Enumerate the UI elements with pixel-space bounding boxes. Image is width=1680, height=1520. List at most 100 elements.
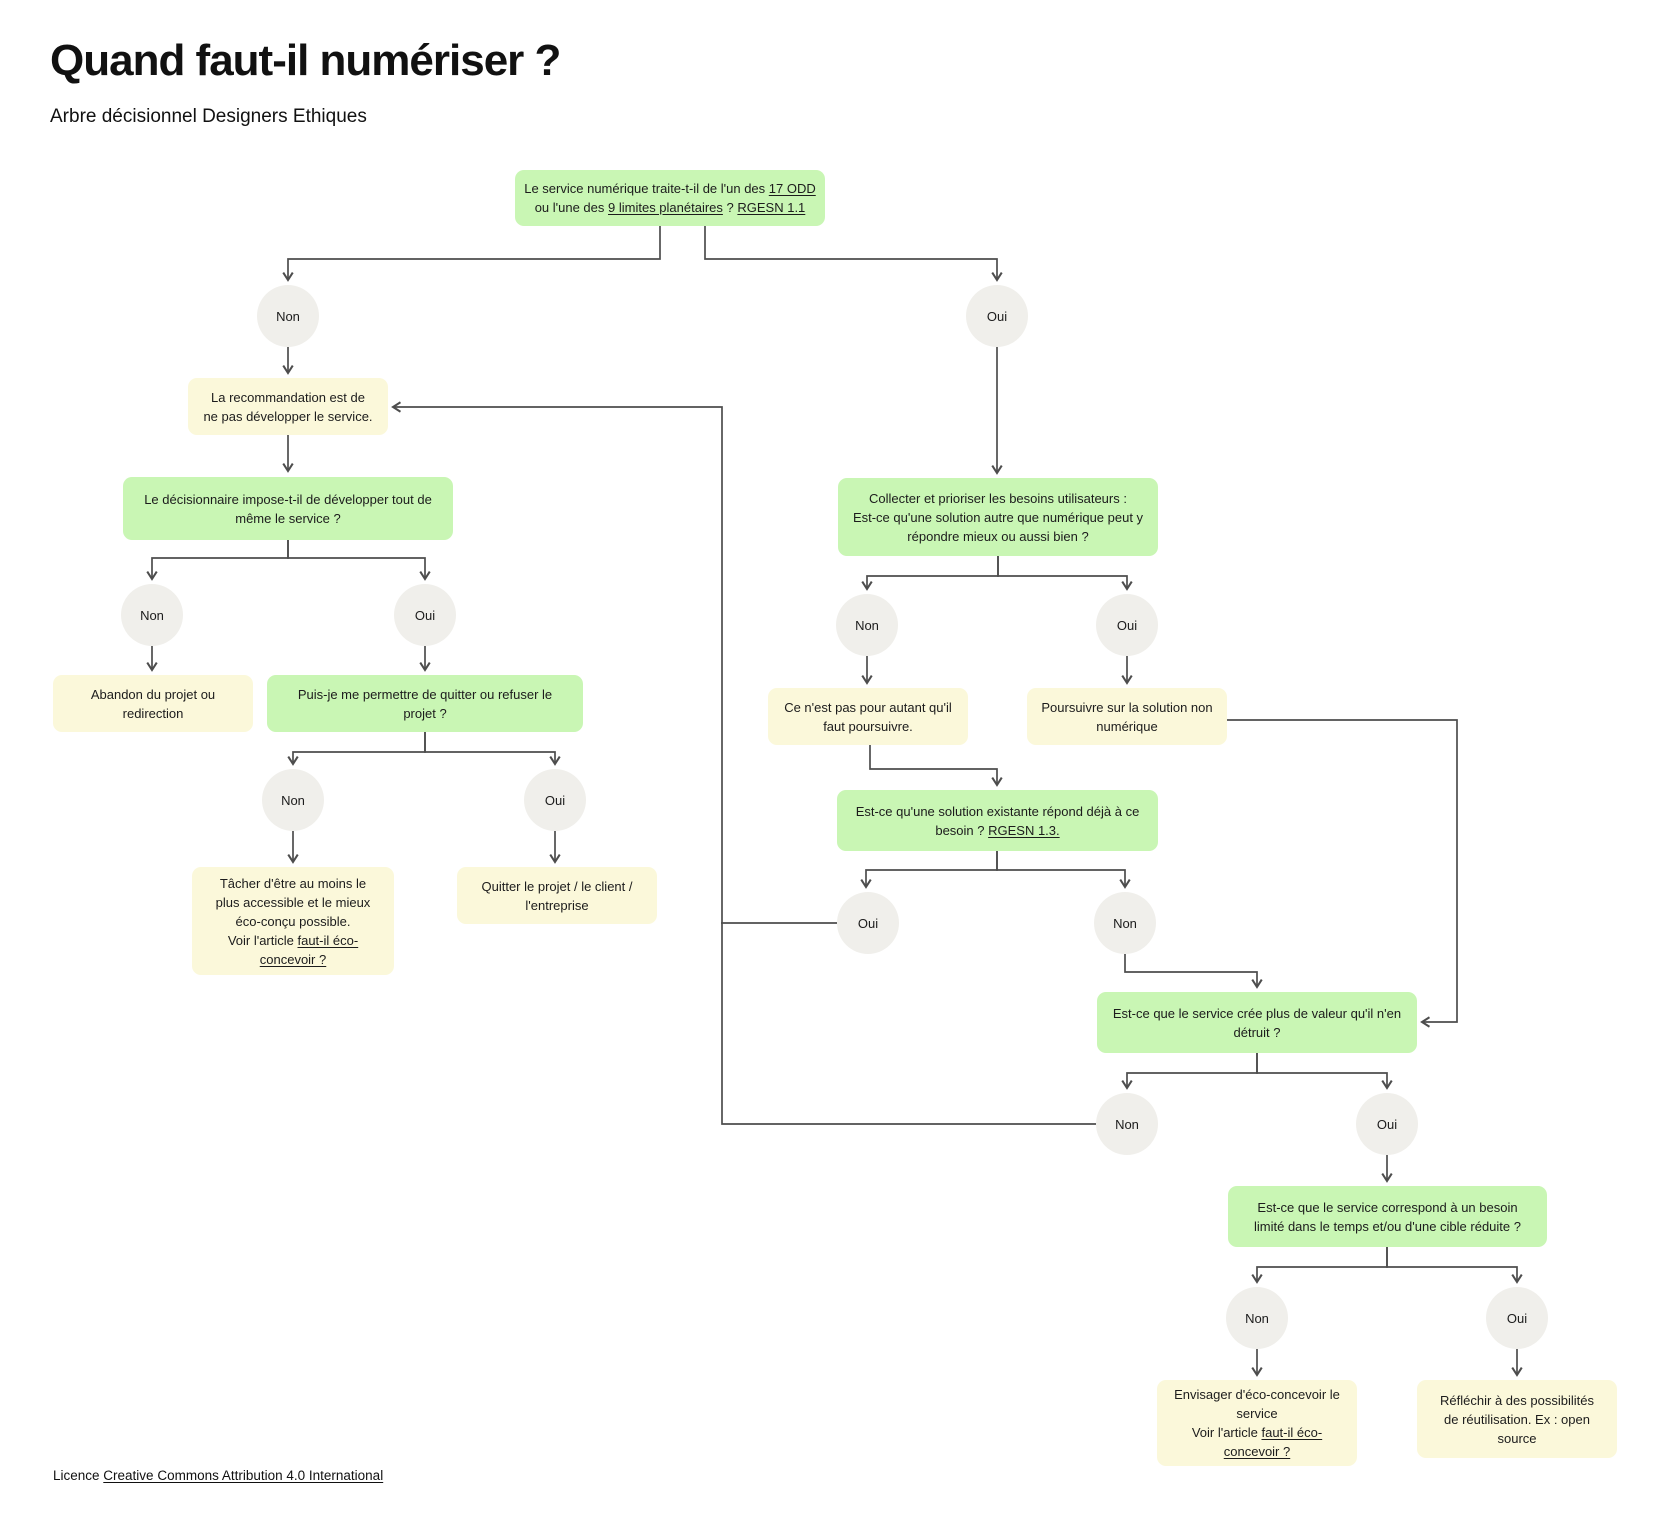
node-besoin-limite-text: limité dans le temps et/ou d'une cible r… — [1254, 1218, 1521, 1234]
node-quitter-projet-text: Quitter le projet / le client / — [481, 878, 633, 894]
edge-besoinlimite-to-oui7 — [1386, 1247, 1523, 1284]
node-pas-poursuivre-text: Ce n'est pas pour autant qu'il — [784, 699, 952, 715]
node-pas-poursuivre-text: faut poursuivre. — [823, 718, 913, 734]
node-decisionnaire-text: Le décisionnaire impose-t-il de développ… — [144, 491, 432, 507]
node-cree-valeur-line: Est-ce que le service crée plus de valeu… — [1113, 1004, 1401, 1023]
circle-oui-3: Oui — [524, 769, 586, 831]
node-tacher-accessible-text: Tâcher d'être au moins le — [219, 875, 367, 891]
edge-puisje-to-non3 — [287, 732, 426, 766]
license-link[interactable]: Creative Commons Attribution 4.0 Interna… — [103, 1468, 384, 1483]
edge-creevaleur-to-non6 — [1121, 1053, 1258, 1090]
node-abandon-text: Abandon du projet ou — [90, 686, 216, 702]
node-tacher-accessible-text: Voir l'article — [227, 932, 298, 948]
node-besoin-limite-line: limité dans le temps et/ou d'une cible r… — [1254, 1217, 1521, 1236]
node-service-odd-line: Le service numérique traite-t-il de l'un… — [524, 179, 816, 198]
link-rgesn-1-1[interactable]: RGESN 1.1 — [737, 200, 806, 215]
edge-non6-retour-recommandation — [391, 401, 1096, 1125]
link-faut-il-eco-concevoir-2[interactable]: concevoir ? — [1223, 1444, 1291, 1459]
node-envisager-ecoconcevoir-line: Envisager d'éco-concevoir le — [1174, 1385, 1340, 1404]
node-abandon-line: Abandon du projet ou — [91, 685, 215, 704]
node-besoin-limite-line: Est-ce que le service correspond à un be… — [1257, 1198, 1517, 1217]
edge-non5-to-creevaleur — [1124, 954, 1263, 989]
edge-puisje-to-oui3 — [424, 732, 561, 766]
node-poursuivre-non-numerique-text: numérique — [1096, 718, 1158, 734]
node-puis-je-quitter-line: projet ? — [403, 704, 446, 723]
node-reflechir-reutilisation-text: Réfléchir à des possibilités — [1440, 1392, 1594, 1408]
link-faut-il-eco-concevoir-2[interactable]: faut-il éco- — [1261, 1425, 1323, 1440]
circle-oui-1: Oui — [966, 285, 1028, 347]
link-faut-il-eco-concevoir[interactable]: concevoir ? — [259, 951, 327, 967]
node-tacher-accessible-text: éco-conçu possible. — [235, 913, 351, 929]
link-17-odd[interactable]: 17 ODD — [768, 181, 816, 196]
node-tacher-accessible-line: plus accessible et le mieux — [216, 893, 371, 912]
edge-existante-to-non5 — [996, 851, 1131, 889]
node-tacher-accessible-line: concevoir ? — [260, 950, 326, 969]
node-collecter-besoins: Collecter et prioriser les besoins utili… — [838, 478, 1158, 556]
node-poursuivre-non-numerique-line: Poursuivre sur la solution non — [1041, 698, 1212, 717]
node-pas-poursuivre: Ce n'est pas pour autant qu'il faut pours… — [768, 688, 968, 745]
page-title: Quand faut-il numériser ? — [50, 36, 561, 85]
node-decisionnaire-text: même le service ? — [235, 510, 341, 526]
circle-non-4: Non — [836, 594, 898, 656]
node-collecter-besoins-text: répondre mieux ou aussi bien ? — [907, 528, 1089, 544]
link-faut-il-eco-concevoir[interactable]: faut-il éco- — [297, 932, 359, 948]
node-decisionnaire-line: Le décisionnaire impose-t-il de développ… — [144, 490, 432, 509]
node-reflechir-reutilisation-text: source — [1497, 1430, 1537, 1446]
edge-decisionnaire-to-oui2 — [287, 540, 431, 581]
node-service-odd: Le service numérique traite-t-il de l'un… — [515, 170, 825, 226]
edge-existante-to-oui5 — [860, 851, 998, 889]
node-reflechir-reutilisation-line: Réfléchir à des possibilités — [1440, 1391, 1594, 1410]
node-abandon-text: redirection — [122, 705, 184, 721]
node-cree-valeur-line: détruit ? — [1234, 1023, 1281, 1042]
node-solution-existante-line: besoin ? RGESN 1.3. — [935, 821, 1059, 840]
node-cree-valeur-text: Est-ce que le service crée plus de valeu… — [1112, 1005, 1402, 1021]
node-envisager-ecoconcevoir-text: service — [1236, 1406, 1278, 1421]
node-besoin-limite: Est-ce que le service correspond à un be… — [1228, 1186, 1547, 1247]
node-recommandation-text: La recommandation est de — [211, 389, 365, 405]
circle-non-5: Non — [1094, 892, 1156, 954]
node-envisager-ecoconcevoir-text: Voir l'article — [1191, 1425, 1262, 1440]
circle-non-6: Non — [1096, 1093, 1158, 1155]
node-abandon-line: redirection — [123, 704, 184, 723]
node-collecter-besoins-line: Est-ce qu'une solution autre que numériq… — [853, 508, 1143, 527]
node-pas-poursuivre-line: Ce n'est pas pour autant qu'il — [784, 698, 952, 717]
node-envisager-ecoconcevoir-text: Envisager d'éco-concevoir le — [1174, 1387, 1340, 1402]
node-tacher-accessible-line: Voir l'article faut-il éco- — [228, 931, 358, 950]
node-tacher-accessible-text: plus accessible et le mieux — [215, 894, 371, 910]
node-reflechir-reutilisation-line: source — [1497, 1429, 1536, 1448]
node-service-odd-text: ou l'une des — [534, 200, 609, 215]
node-pas-poursuivre-line: faut poursuivre. — [823, 717, 913, 736]
node-solution-existante-text: Est-ce qu'une solution existante répond … — [855, 803, 1140, 819]
node-poursuivre-non-numerique-text: Poursuivre sur la solution non — [1041, 699, 1213, 715]
node-envisager-ecoconcevoir-line: service — [1236, 1404, 1277, 1423]
circle-non-7: Non — [1226, 1287, 1288, 1349]
edge-root-to-oui1 — [704, 226, 1003, 282]
edge-root-to-non1 — [282, 226, 661, 282]
link-9-limites-planetaires[interactable]: 9 limites planétaires — [608, 200, 723, 215]
node-quitter-projet-line: Quitter le projet / le client / — [481, 877, 632, 896]
circle-oui-7: Oui — [1486, 1287, 1548, 1349]
circle-oui-6: Oui — [1356, 1093, 1418, 1155]
node-reflechir-reutilisation-line: de réutilisation. Ex : open — [1444, 1410, 1590, 1429]
node-puis-je-quitter-text: projet ? — [403, 705, 447, 721]
circle-oui-2: Oui — [394, 584, 456, 646]
link-rgesn-1-3[interactable]: RGESN 1.3. — [988, 822, 1060, 838]
node-recommandation-line: La recommandation est de — [211, 388, 365, 407]
node-quitter-projet-text: l'entreprise — [525, 897, 589, 913]
edge-besoinlimite-to-non7 — [1251, 1247, 1388, 1284]
edge-group — [146, 226, 1523, 1377]
node-besoin-limite-text: Est-ce que le service correspond à un be… — [1257, 1199, 1518, 1215]
node-reflechir-reutilisation-text: de réutilisation. Ex : open — [1444, 1411, 1590, 1427]
edge-collecter-to-oui4 — [997, 556, 1133, 591]
node-collecter-besoins-text: Collecter et prioriser les besoins utili… — [869, 490, 1127, 506]
license-prefix: Licence — [53, 1468, 104, 1483]
node-decisionnaire: Le décisionnaire impose-t-il de développ… — [123, 477, 453, 540]
license-note: Licence Creative Commons Attribution 4.0… — [53, 1468, 383, 1483]
circle-oui-4: Oui — [1096, 594, 1158, 656]
edge-creevaleur-to-oui6 — [1256, 1053, 1393, 1090]
circle-non-2: Non — [121, 584, 183, 646]
